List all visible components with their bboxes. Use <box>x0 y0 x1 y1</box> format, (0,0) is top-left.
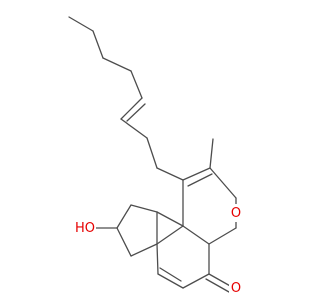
ring-oxygen-label: O <box>231 206 241 221</box>
bond <box>208 227 237 245</box>
bond <box>209 138 214 169</box>
molecule-structure-diagram: HO O O <box>68 16 243 297</box>
hydroxyl-label: HO <box>75 221 95 236</box>
label-background <box>229 279 243 297</box>
bond <box>116 227 132 257</box>
bond <box>120 118 148 139</box>
bond <box>130 204 158 213</box>
bond <box>130 243 158 257</box>
atom-label-group: HO O O <box>74 204 243 297</box>
bond <box>146 137 158 169</box>
bond <box>182 225 210 245</box>
bond <box>156 167 184 181</box>
bond <box>156 211 184 227</box>
bond <box>102 57 132 72</box>
double-bond-line <box>159 267 182 282</box>
bond <box>157 273 184 289</box>
bond <box>130 70 143 99</box>
bond-group <box>68 16 237 293</box>
bond <box>156 243 159 275</box>
ketone-oxygen-label: O <box>231 281 241 296</box>
bond <box>120 97 143 120</box>
label-background <box>229 204 243 222</box>
bond <box>209 167 237 199</box>
bond <box>182 167 211 181</box>
label-background <box>74 219 96 237</box>
bond <box>156 225 184 245</box>
bond <box>116 204 132 229</box>
double-bond-line <box>205 278 230 293</box>
bond <box>92 30 104 59</box>
bond <box>182 273 210 289</box>
bond <box>68 16 94 32</box>
double-bond-line <box>126 103 146 122</box>
bond <box>208 273 233 288</box>
double-bond-line <box>187 173 213 187</box>
